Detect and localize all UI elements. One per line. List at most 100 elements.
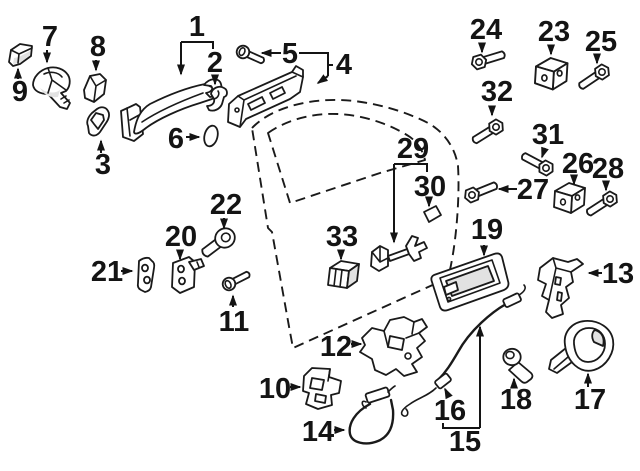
callout-16-label[interactable]: 16 — [434, 395, 466, 427]
callout-15: 15 — [442, 325, 484, 458]
callout-15-label[interactable]: 15 — [449, 426, 481, 458]
callout-12: 12 — [320, 331, 363, 363]
callout-20-label[interactable]: 20 — [165, 221, 197, 253]
callout-2-label[interactable]: 2 — [207, 47, 223, 79]
callout-33-label[interactable]: 33 — [326, 221, 358, 253]
callout-6: 6 — [168, 123, 201, 155]
part-4-handle-reinforcement — [227, 65, 304, 128]
callout-27: 27 — [497, 174, 549, 206]
part-10-latch-module — [302, 367, 342, 410]
callout-29-label[interactable]: 29 — [397, 133, 429, 165]
callout-18-label[interactable]: 18 — [500, 384, 532, 416]
window-opening-outline — [267, 112, 426, 204]
callout-8-label[interactable]: 8 — [90, 31, 106, 63]
callout-27-label[interactable]: 27 — [517, 174, 549, 206]
callout-26-label[interactable]: 26 — [562, 148, 594, 180]
part-22-striker-bolt — [196, 223, 240, 263]
part-14-lock-cable — [348, 385, 396, 445]
part-26-hinge-bracket — [553, 182, 586, 214]
callout-16-arrow — [444, 387, 453, 400]
callout-19: 19 — [471, 214, 503, 257]
callout-11-label[interactable]: 11 — [219, 306, 250, 338]
part-20-door-striker — [171, 256, 205, 294]
callout-9-label[interactable]: 9 — [12, 76, 28, 108]
callout-28: 28 — [592, 153, 624, 192]
door-panel-outline — [251, 99, 460, 349]
callout-24-label[interactable]: 24 — [470, 14, 502, 46]
callout-18: 18 — [500, 377, 532, 416]
callout-19-label[interactable]: 19 — [471, 214, 503, 246]
callout-2: 2 — [207, 47, 223, 86]
callout-32-label[interactable]: 32 — [481, 76, 513, 108]
part-27-hex-bolt — [461, 178, 501, 205]
part-25-hex-bolt — [575, 61, 613, 94]
callout-13-label[interactable]: 13 — [602, 258, 634, 290]
part-5-screw — [233, 42, 268, 68]
part-30-pad — [423, 205, 442, 223]
callout-1-label[interactable]: 1 — [189, 11, 205, 43]
part-13-latch-bracket — [537, 257, 584, 319]
callout-4: 4 — [299, 49, 352, 84]
callout-25: 25 — [585, 26, 617, 65]
callout-22: 22 — [210, 189, 242, 230]
part-9-lock-cylinder-cap — [8, 43, 33, 67]
callout-15-bracket — [442, 423, 480, 429]
callout-13: 13 — [587, 258, 634, 290]
callout-29: 29 — [390, 133, 429, 244]
callout-20: 20 — [165, 221, 197, 261]
callout-31-label[interactable]: 31 — [532, 119, 564, 151]
part-23-check-bracket — [534, 57, 569, 91]
callout-3: 3 — [95, 139, 111, 181]
callout-17: 17 — [574, 372, 606, 416]
callout-7: 7 — [42, 21, 58, 64]
callout-6-label[interactable]: 6 — [168, 123, 184, 155]
part-15-release-cable — [400, 284, 526, 417]
callout-1: 1 — [177, 11, 214, 76]
part-7-lock-cylinder — [32, 66, 71, 110]
callout-17-label[interactable]: 17 — [574, 384, 606, 416]
part-6-o-ring-seal — [203, 124, 219, 148]
callout-31: 31 — [532, 119, 564, 159]
part-2-handle-clip — [206, 85, 228, 112]
part-16-cable-end-fitting — [434, 372, 452, 390]
callout-30: 30 — [414, 171, 446, 208]
part-17-interior-door-handle — [548, 320, 615, 374]
door-outer-outline — [251, 99, 460, 349]
callout-12-label[interactable]: 12 — [320, 331, 352, 363]
callout-21-label[interactable]: 21 — [91, 256, 123, 288]
part-33-wedge-block — [327, 260, 360, 289]
callout-14: 14 — [302, 416, 346, 448]
callout-11: 11 — [219, 294, 250, 338]
callout-33: 33 — [326, 221, 358, 261]
callout-28-label[interactable]: 28 — [592, 153, 624, 185]
callout-30-label[interactable]: 30 — [414, 171, 446, 203]
callout-14-label[interactable]: 14 — [302, 416, 334, 448]
callout-10-label[interactable]: 10 — [259, 373, 291, 405]
callout-1-bracket — [181, 41, 214, 49]
callout-8: 8 — [90, 31, 106, 72]
callout-7-label[interactable]: 7 — [42, 21, 58, 53]
callout-25-label[interactable]: 25 — [585, 26, 617, 58]
callout-9: 9 — [12, 67, 28, 108]
part-24-hex-bolt — [469, 47, 508, 72]
callout-3-label[interactable]: 3 — [95, 149, 111, 181]
callout-5-label[interactable]: 5 — [282, 38, 298, 70]
callout-4-arrow — [316, 74, 329, 84]
part-32-hex-bolt — [468, 116, 507, 148]
callouts-layer: 1 2 3 5 4 6 7 8 — [12, 11, 634, 458]
callout-22-label[interactable]: 22 — [210, 189, 242, 221]
part-3-handle-gasket — [86, 106, 110, 137]
callout-4-label[interactable]: 4 — [336, 49, 352, 81]
callout-10: 10 — [259, 373, 302, 405]
part-18-stud — [502, 347, 534, 384]
callout-32: 32 — [481, 76, 513, 117]
callout-23-label[interactable]: 23 — [538, 16, 570, 48]
part-11-screw — [219, 267, 254, 294]
callout-4-bracket — [299, 52, 333, 76]
part-21-striker-plate — [136, 256, 156, 293]
part-8-cylinder-cover — [83, 73, 107, 103]
part-12-door-latch — [359, 316, 428, 377]
part-29-lock-link — [370, 235, 428, 272]
